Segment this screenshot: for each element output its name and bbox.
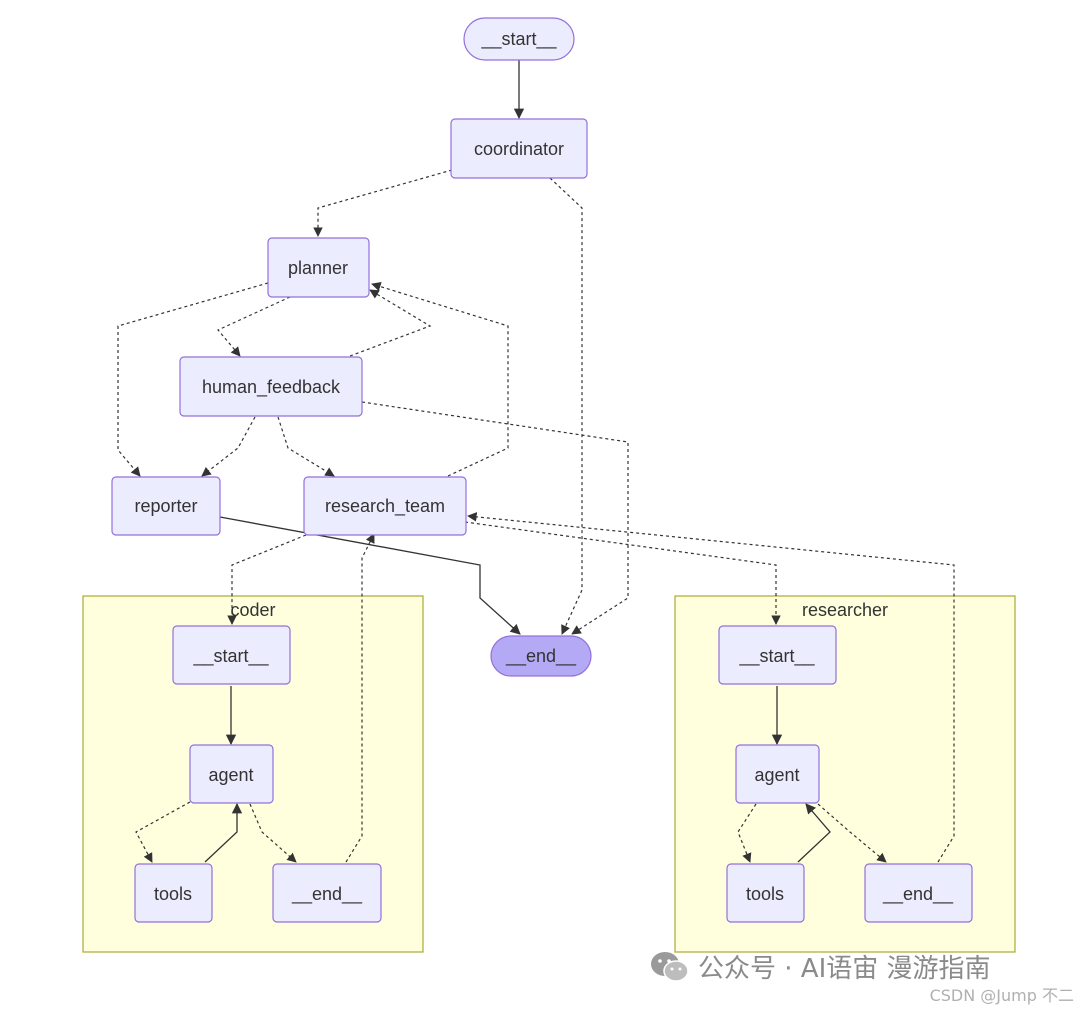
node-research-team-label: research_team	[325, 496, 445, 517]
node-start[interactable]: __start__	[463, 17, 575, 61]
node-start-label: __start__	[480, 29, 557, 50]
researcher-node-end[interactable]: __end__	[864, 863, 973, 923]
node-reporter[interactable]: reporter	[111, 476, 221, 536]
researcher-node-tools[interactable]: tools	[726, 863, 805, 923]
researcher-edges	[737, 686, 887, 863]
researcher-edge-tools-agent	[797, 803, 831, 863]
node-planner-label: planner	[288, 258, 348, 278]
researcher-node-start-label: __start__	[738, 646, 815, 667]
edge-coordinator-end	[549, 177, 583, 635]
edge-research-researcher	[464, 521, 781, 625]
edge-research-planner	[371, 281, 509, 477]
researcher-node-agent-label: agent	[754, 765, 799, 785]
edge-human-reporter	[201, 416, 256, 477]
node-planner[interactable]: planner	[267, 237, 370, 298]
edge-human-planner	[349, 289, 432, 357]
edge-research-coder	[227, 534, 307, 625]
node-end-label: __end__	[505, 646, 577, 667]
edge-coordinator-planner	[313, 169, 453, 237]
cluster-researcher-title: researcher	[802, 600, 888, 620]
cluster-coder-title: coder	[230, 600, 275, 620]
coder-node-end-label: __end__	[291, 884, 363, 905]
researcher-node-start[interactable]: __start__	[718, 625, 837, 685]
node-human-feedback-label: human_feedback	[202, 377, 341, 398]
edge-human-end	[361, 401, 629, 635]
researcher-edge-agent-end	[817, 803, 887, 863]
edge-reporter-end	[219, 516, 521, 635]
node-reporter-label: reporter	[134, 496, 197, 516]
node-end[interactable]: __end__	[490, 635, 592, 677]
wechat-icon	[651, 951, 689, 982]
coder-node-end[interactable]: __end__	[272, 863, 382, 923]
researcher-edge-agent-tools	[737, 803, 757, 863]
watermark: 公众号 · AI语宙 漫游指南	[650, 948, 991, 985]
edge-human-research	[277, 416, 335, 477]
node-human-feedback[interactable]: human_feedback	[179, 356, 363, 417]
coder-node-agent[interactable]: agent	[189, 744, 274, 804]
researcher-node-tools-label: tools	[746, 884, 784, 904]
researcher-node-end-label: __end__	[882, 884, 954, 905]
coder-edges	[135, 686, 297, 863]
node-coordinator-label: coordinator	[474, 139, 564, 159]
coder-edge-agent-tools	[135, 801, 191, 863]
coder-edge-tools-agent	[204, 802, 243, 863]
coder-edge-agent-end	[249, 803, 297, 863]
watermark-text: 公众号 · AI语宙 漫游指南	[698, 954, 991, 984]
coder-node-tools-label: tools	[154, 884, 192, 904]
coder-node-start-label: __start__	[192, 646, 269, 667]
csdn-credit: CSDN @Jump 不二	[929, 986, 1074, 1005]
edge-coder-end-research	[345, 533, 375, 863]
researcher-node-agent[interactable]: agent	[735, 744, 820, 804]
edge-planner-human	[217, 296, 291, 357]
node-research-team[interactable]: research_team	[303, 476, 467, 536]
coder-node-tools[interactable]: tools	[134, 863, 213, 923]
node-coordinator[interactable]: coordinator	[450, 118, 588, 179]
coder-node-start[interactable]: __start__	[172, 625, 291, 685]
edge-planner-reporter	[117, 282, 269, 477]
coder-node-agent-label: agent	[208, 765, 253, 785]
edges	[117, 60, 955, 863]
